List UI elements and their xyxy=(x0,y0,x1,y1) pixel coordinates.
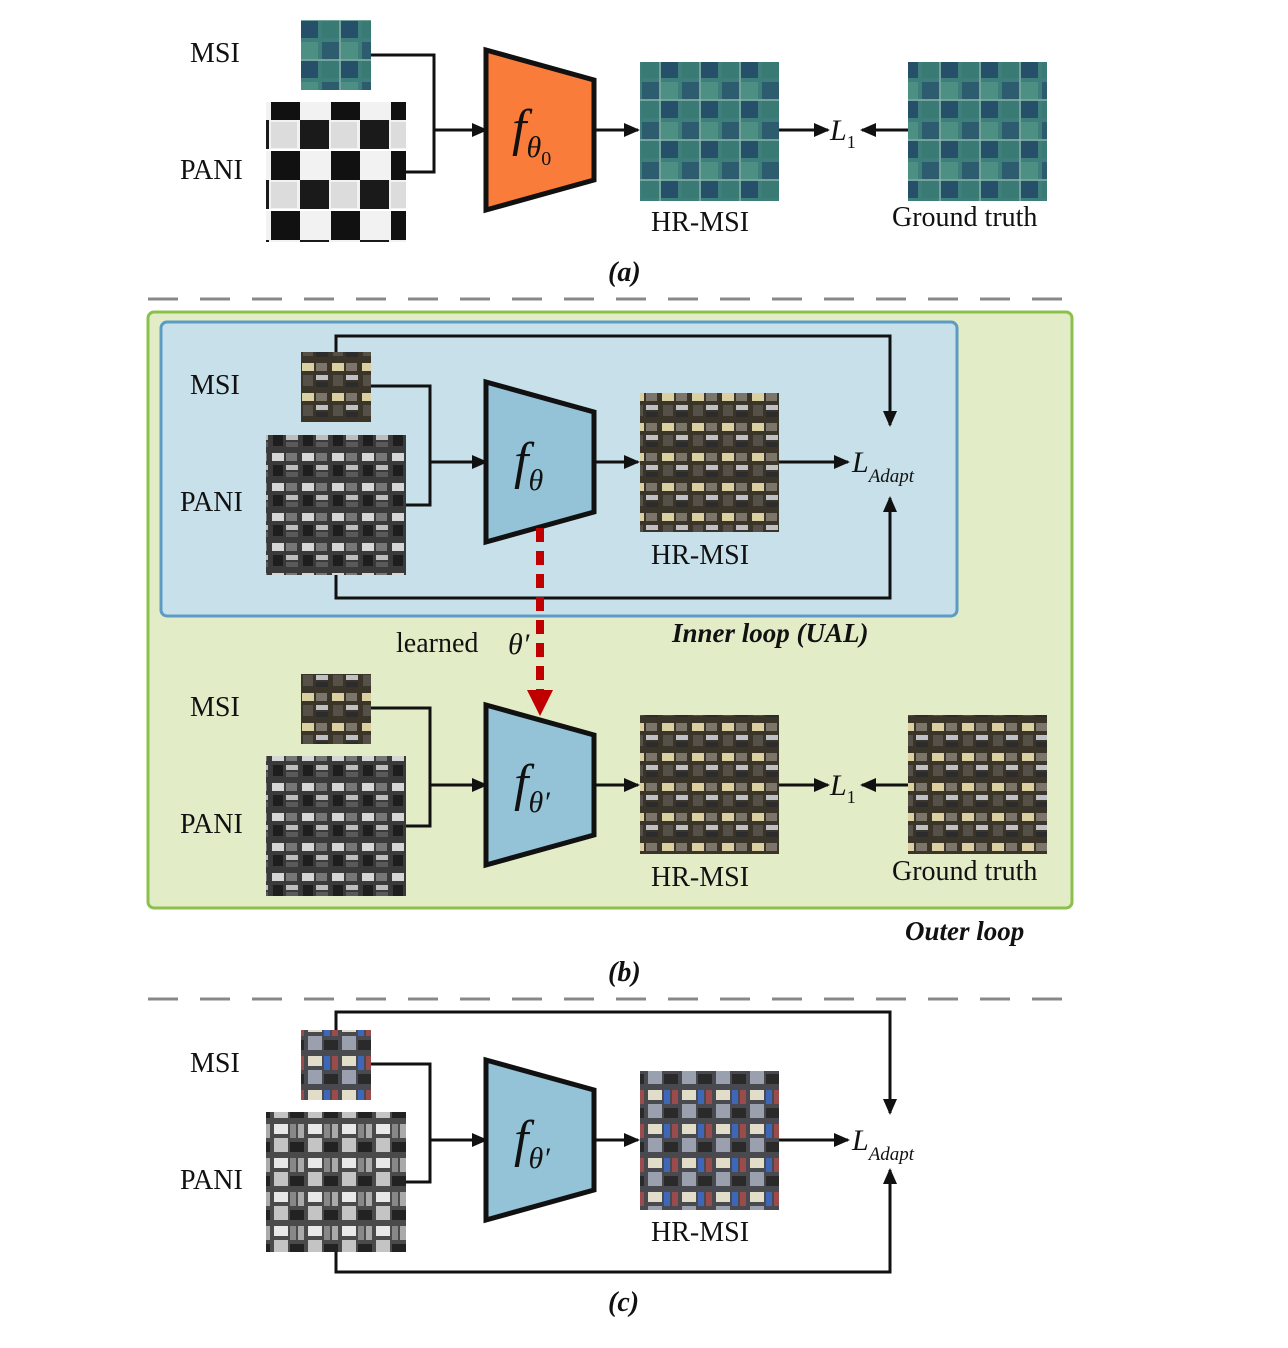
outer-ground-truth-label: Ground truth xyxy=(892,856,1037,887)
outer-msi-label: MSI xyxy=(190,692,240,723)
msi-image xyxy=(301,20,371,90)
inner-pan-to-loss-line xyxy=(334,496,897,600)
pan-image-c xyxy=(266,1112,406,1252)
outer-pan-image xyxy=(266,756,406,896)
inner-msi-label: MSI xyxy=(190,370,240,401)
ground-truth-label: Ground truth xyxy=(892,202,1037,233)
inner-pan-connector xyxy=(406,462,432,507)
inner-hrmsi-image xyxy=(640,393,779,532)
loss-label-c: LAdapt xyxy=(851,1124,915,1165)
msi-to-loss-line-c xyxy=(334,1010,897,1115)
hrmsi-label: HR-MSI xyxy=(651,207,749,238)
pan-to-loss-line-c xyxy=(334,1168,897,1274)
outer-loss-label: L1 xyxy=(829,769,856,807)
hrmsi-image-c xyxy=(640,1071,779,1210)
outer-msi-image xyxy=(301,674,371,744)
pan-connector-c xyxy=(406,1140,432,1184)
inner-msi-connector xyxy=(371,384,432,462)
network-block-c xyxy=(483,1056,597,1224)
hrmsi-image xyxy=(640,62,779,201)
msi-image-c xyxy=(301,1030,371,1100)
transfer-param: θ′ xyxy=(508,628,530,661)
inner-msi-image xyxy=(301,352,371,422)
outer-pan-label: PANI xyxy=(180,809,243,840)
inner-pan-label: PANI xyxy=(180,487,243,518)
pan-label-c: PANI xyxy=(180,1165,243,1196)
inner-hrmsi-label: HR-MSI xyxy=(651,540,749,571)
pan-connector xyxy=(406,130,436,174)
outer-ground-truth-image xyxy=(908,715,1047,854)
outer-hrmsi-image xyxy=(640,715,779,854)
panel-c-caption: (c) xyxy=(608,1287,639,1318)
inner-pan-image xyxy=(266,435,406,575)
network-label: fθ0 xyxy=(512,100,551,170)
panel-a-caption: (a) xyxy=(608,257,641,288)
inner-msi-to-loss-line xyxy=(334,334,897,427)
pan-image xyxy=(266,102,406,242)
network-block xyxy=(483,46,597,214)
msi-connector-c xyxy=(371,1062,432,1140)
msi-label: MSI xyxy=(190,38,240,69)
outer-loop-title: Outer loop xyxy=(905,916,1024,946)
outer-network-block xyxy=(483,701,597,869)
outer-pan-connector xyxy=(406,785,432,828)
transfer-text: learned xyxy=(396,628,478,659)
hrmsi-label-c: HR-MSI xyxy=(651,1217,749,1248)
outer-msi-connector xyxy=(371,706,432,785)
pan-label: PANI xyxy=(180,155,243,186)
ground-truth-image xyxy=(908,62,1047,201)
inner-loop-title: Inner loop (UAL) xyxy=(671,618,869,648)
inner-network-block xyxy=(483,378,597,546)
panel-b: MSI PANI fθ HR-MSI LAdapt Inner loop (UA… xyxy=(146,310,1074,988)
msi-label-c: MSI xyxy=(190,1048,240,1079)
msi-connector xyxy=(371,53,436,130)
loss-label: L1 xyxy=(829,114,856,152)
panel-c: MSI PANI fθ′ HR-MSI LAdapt (c) xyxy=(180,1010,915,1318)
panel-a: MSI PANI fθ0 HR-MSI L1 Ground truth (a) xyxy=(180,20,1047,288)
inner-loss-label: LAdapt xyxy=(851,446,915,487)
panel-b-caption: (b) xyxy=(608,957,641,988)
outer-hrmsi-label: HR-MSI xyxy=(651,862,749,893)
parameter-transfer-arrowhead xyxy=(527,690,553,716)
